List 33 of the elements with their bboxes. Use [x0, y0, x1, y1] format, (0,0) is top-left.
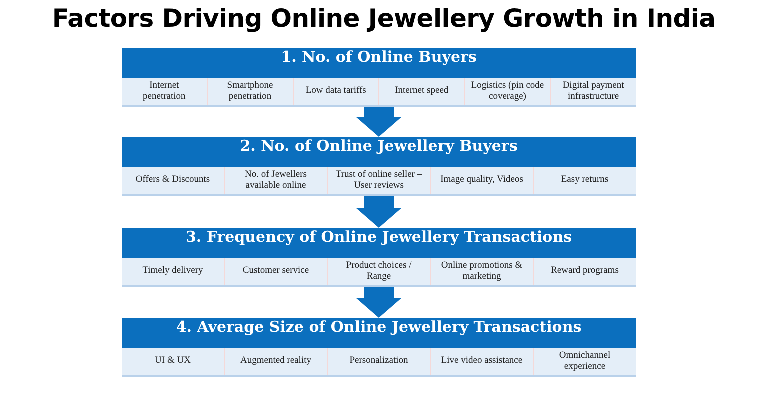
section-panel: [122, 228, 636, 287]
section-panel: [122, 48, 636, 107]
diagram-title: Factors Driving Online Jewellery Growth in India: [51, 4, 717, 33]
factor-cell: Augmented reality: [224, 348, 327, 375]
factor-cell: Online promotions & marketing: [430, 258, 533, 285]
factor-cell: Customer service: [224, 258, 327, 285]
factor-cell: Omnichannel experience: [533, 348, 636, 375]
factor-cell: Easy returns: [533, 167, 636, 194]
factor-cell: No. of Jewellers available online: [224, 167, 327, 194]
factor-cell: Personalization: [327, 348, 430, 375]
factor-cell: Logistics (pin code coverage): [464, 78, 550, 105]
down-arrow: [356, 287, 402, 318]
section-heading: 1. No. of Online Buyers: [122, 48, 636, 78]
factor-cell: Smartphone penetration: [206, 78, 293, 105]
factor-cell: Digital payment infrastructure: [550, 78, 636, 105]
factor-cell: Offers & Discounts: [122, 167, 224, 194]
down-arrow: [356, 107, 402, 137]
section-heading: 2. No. of Online Jewellery Buyers: [122, 137, 636, 167]
factor-cell: Live video assistance: [430, 348, 533, 375]
factor-cell: UI & UX: [122, 348, 224, 375]
section-panel: [122, 137, 636, 196]
factor-cell: Timely delivery: [122, 258, 224, 285]
factor-cell: Reward programs: [533, 258, 636, 285]
factor-cell: Internet penetration: [122, 78, 207, 105]
factor-cell: Internet speed: [378, 78, 464, 105]
section-heading: 3. Frequency of Online Jewellery Transactions: [122, 228, 636, 258]
factor-cell: Product choices / Range: [327, 258, 430, 285]
factor-cell: Image quality, Videos: [430, 167, 533, 194]
section-panel: [122, 318, 636, 377]
factor-cell: Low data tariffs: [292, 78, 378, 105]
section-heading: 4. Average Size of Online Jewellery Transactions: [122, 318, 636, 348]
factor-cell: Trust of online seller – User reviews: [327, 167, 430, 194]
down-arrow: [356, 196, 402, 228]
